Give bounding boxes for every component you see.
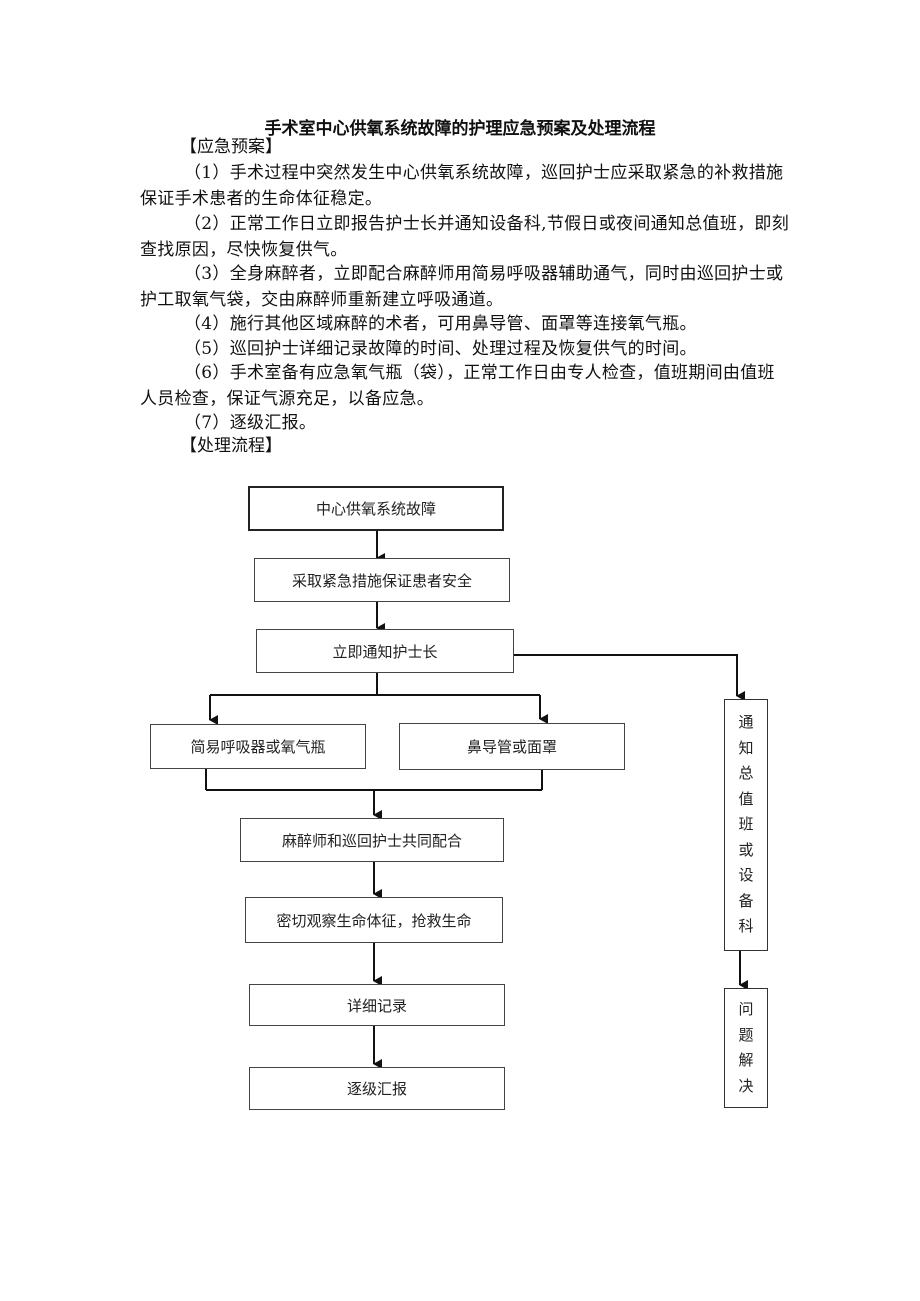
vertical-char: 总 — [738, 764, 754, 783]
plan-item-3: （3）全身麻醉者，立即配合麻醉师用简易呼吸器辅助通气，同时由巡回护士或护工取氧气… — [140, 264, 784, 310]
page-title: 手术室中心供氧系统故障的护理应急预案及处理流程 — [264, 119, 656, 139]
plan-item-7: （7）逐级汇报。 — [184, 413, 317, 433]
vertical-char: 题 — [738, 1025, 754, 1044]
vertical-char: 备 — [738, 891, 754, 910]
vertical-char: 或 — [738, 840, 754, 859]
vertical-char: 知 — [738, 738, 754, 757]
flow-box-simple-respirator: 简易呼吸器或氧气瓶 — [150, 724, 366, 769]
vertical-char: 科 — [738, 917, 754, 936]
vertical-char: 值 — [738, 789, 754, 808]
flow-box-notify-duty: 通 知 总 值 班 或 设 备 科 — [724, 699, 768, 951]
plan-item-4: （4）施行其他区域麻醉的术者，可用鼻导管、面罩等连接氧气瓶。 — [184, 314, 697, 334]
flow-box-observe: 密切观察生命体征，抢救生命 — [245, 897, 503, 943]
plan-item-2: （2）正常工作日立即报告护士长并通知设备科,节假日或夜间通知总值班，即刻查找原因… — [140, 214, 790, 260]
vertical-char: 设 — [738, 866, 754, 885]
plan-heading: 【应急预案】 — [180, 137, 282, 157]
vertical-char: 通 — [738, 713, 754, 732]
flow-heading: 【处理流程】 — [180, 436, 282, 456]
flow-box-record: 详细记录 — [249, 984, 505, 1026]
flow-box-notify-head-nurse: 立即通知护士长 — [256, 629, 514, 673]
flow-box-problem-resolved: 问 题 解 决 — [724, 988, 768, 1108]
vertical-char: 问 — [738, 1000, 754, 1018]
vertical-char: 解 — [738, 1051, 754, 1069]
vertical-char: 决 — [738, 1076, 754, 1095]
arrow-notify-to-duty — [514, 654, 745, 701]
flow-box-nasal-mask: 鼻导管或面罩 — [399, 723, 625, 770]
plan-item-6: （6）手术室备有应急氧气瓶（袋），正常工作日由专人检查，值班期间由值班人员检查，… — [140, 363, 775, 409]
plan-item-1: （1）手术过程中突然发生中心供氧系统故障，巡回护士应采取紧急的补救措施保证手术患… — [140, 163, 784, 209]
flow-box-fault: 中心供氧系统故障 — [248, 486, 504, 531]
flow-box-emergency: 采取紧急措施保证患者安全 — [254, 558, 510, 602]
plan-item-5: （5）巡回护士详细记录故障的时间、处理过程及恢复供气的时间。 — [184, 339, 697, 359]
flow-box-cooperate: 麻醉师和巡回护士共同配合 — [240, 818, 504, 862]
flow-box-report: 逐级汇报 — [249, 1067, 505, 1110]
vertical-char: 班 — [738, 815, 754, 834]
